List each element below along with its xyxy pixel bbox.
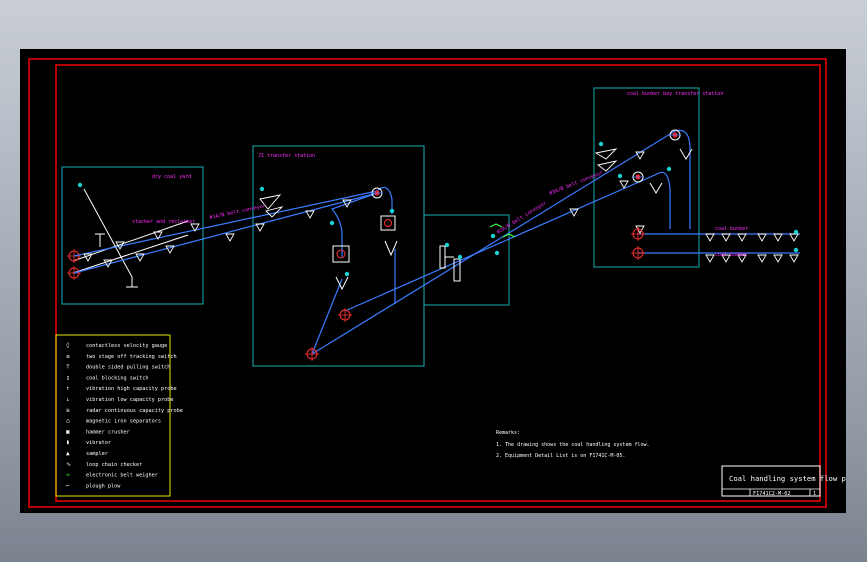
legend: ◊ contactless velocity gauge ≤ two stage of… [66,342,183,489]
legend-label: double sided pulling switch [86,365,170,371]
crusher-icon: ▣ [66,428,70,435]
title-block-sheet: 1 [813,491,816,497]
legend-frame [55,334,171,497]
legend-label: coal blocking switch [86,375,148,381]
velocity-gauge-icon: ◊ [66,342,70,349]
legend-label: loop chain checker [86,462,142,468]
pulling-switch-icon: ⊤ [66,364,70,371]
station-j1-transfer [252,145,425,367]
station-label-j1: J1 transfer station [258,153,315,159]
tracking-switch-icon: ≤ [66,353,70,360]
remarks-line-1: 1. The drawing shows the coal handling s… [496,442,650,448]
title-block [721,465,821,497]
legend-row: ▲ sampler [66,450,108,457]
legend-label: electronic belt weigher [86,473,158,479]
chain-checker-icon: ∿ [66,461,71,468]
low-probe-icon: ↓ [66,396,70,403]
conveyor-lines [73,129,800,355]
legend-label: magnetic iron separators [86,419,161,425]
remarks-line-2: 2. Equipment Detail List is on F1741C-M-… [496,453,625,459]
legend-row: ↑ vibration high capacity probe [66,385,177,392]
legend-row: ◊ contactless velocity gauge [66,342,167,349]
title-block-number: F1741C2-M-02 [753,491,790,497]
bunker-label-2: coal bunker [715,252,748,258]
station-dry-coal-yard [61,166,204,305]
head-pulley-c3b [631,171,645,183]
legend-label: two stage off tracking switch [86,354,177,360]
blocking-switch-icon: ▯ [66,374,70,381]
stacker-reclaimer [72,188,189,288]
outer-border [28,58,827,508]
belt-weigher-icon: ≈ [66,472,70,479]
conveyor-label-3: #3A/B belt conveyor [549,170,604,197]
radar-probe-icon: ≡ [66,407,70,414]
stacker-label: stacker and reclaimer [132,219,195,225]
conveyor-label-1: #1A/B belt conveyor [209,203,266,221]
crusher-j1-b [380,215,396,231]
legend-label: vibration high capacity probe [86,386,177,392]
plough-icon: ⌐ [66,482,70,489]
legend-row: ▣ hammer crusher [66,428,130,435]
legend-label: sampler [86,451,108,457]
crusher-j1-a [332,245,350,263]
legend-label: plough plow [86,483,121,489]
legend-row: ≡ radar continuous capacity probe [66,407,183,414]
legend-row: ≤ two stage off tracking switch [66,353,177,360]
legend-row: ▮ vibrator [66,439,111,446]
legend-row: ∿ loop chain checker [66,461,142,468]
legend-row: ⌐ plough plow [66,482,121,489]
link-box-devices [439,245,461,282]
legend-label: vibrator [86,440,111,446]
station-label-yard: dry coal yard [152,174,191,180]
sensor-yard [77,182,83,188]
legend-label: contactless velocity gauge [86,343,167,349]
legend-label: radar continuous capacity probe [86,408,183,414]
conveyor-label-2: #2A/B belt conveyor [496,200,548,235]
legend-row: ≈ electronic belt weigher [66,472,158,479]
belt-weigher-mark [489,223,503,228]
station-bunker-bay [593,87,700,268]
sampler-icon: ▲ [66,450,70,457]
pulley-c2-tail [304,346,320,362]
station-label-bunker-bay: coal bunker bay transfer station [627,91,723,97]
pulley-bunker-1 [630,226,646,242]
high-probe-icon: ↑ [66,385,70,392]
remarks-title: Remarks: [496,430,520,436]
title-block-title: Coal handling system flow plan [729,474,846,483]
inner-border [55,64,821,502]
head-pulley-j1 [370,187,384,199]
magnet-icon: ⌂ [66,418,70,425]
legend-row: ↓ vibration low capacity probe [66,396,173,403]
cad-drawing-viewport[interactable]: dry coal yard J1 transfer station coal b… [20,49,859,513]
bunker-label-1: coal bunker [715,226,748,232]
pulley-bunker-2 [630,245,646,261]
pulley-c2b-tail [337,307,353,323]
legend-label: vibration low capacity probe [86,397,173,403]
legend-label: hammer crusher [86,429,130,435]
legend-row: ▯ coal blocking switch [66,374,148,381]
station-link-box [423,214,510,306]
legend-row: ⊤ double sided pulling switch [66,364,170,371]
vibrator-icon: ▮ [66,439,70,446]
legend-row: ⌂ magnetic iron separators [66,418,161,425]
